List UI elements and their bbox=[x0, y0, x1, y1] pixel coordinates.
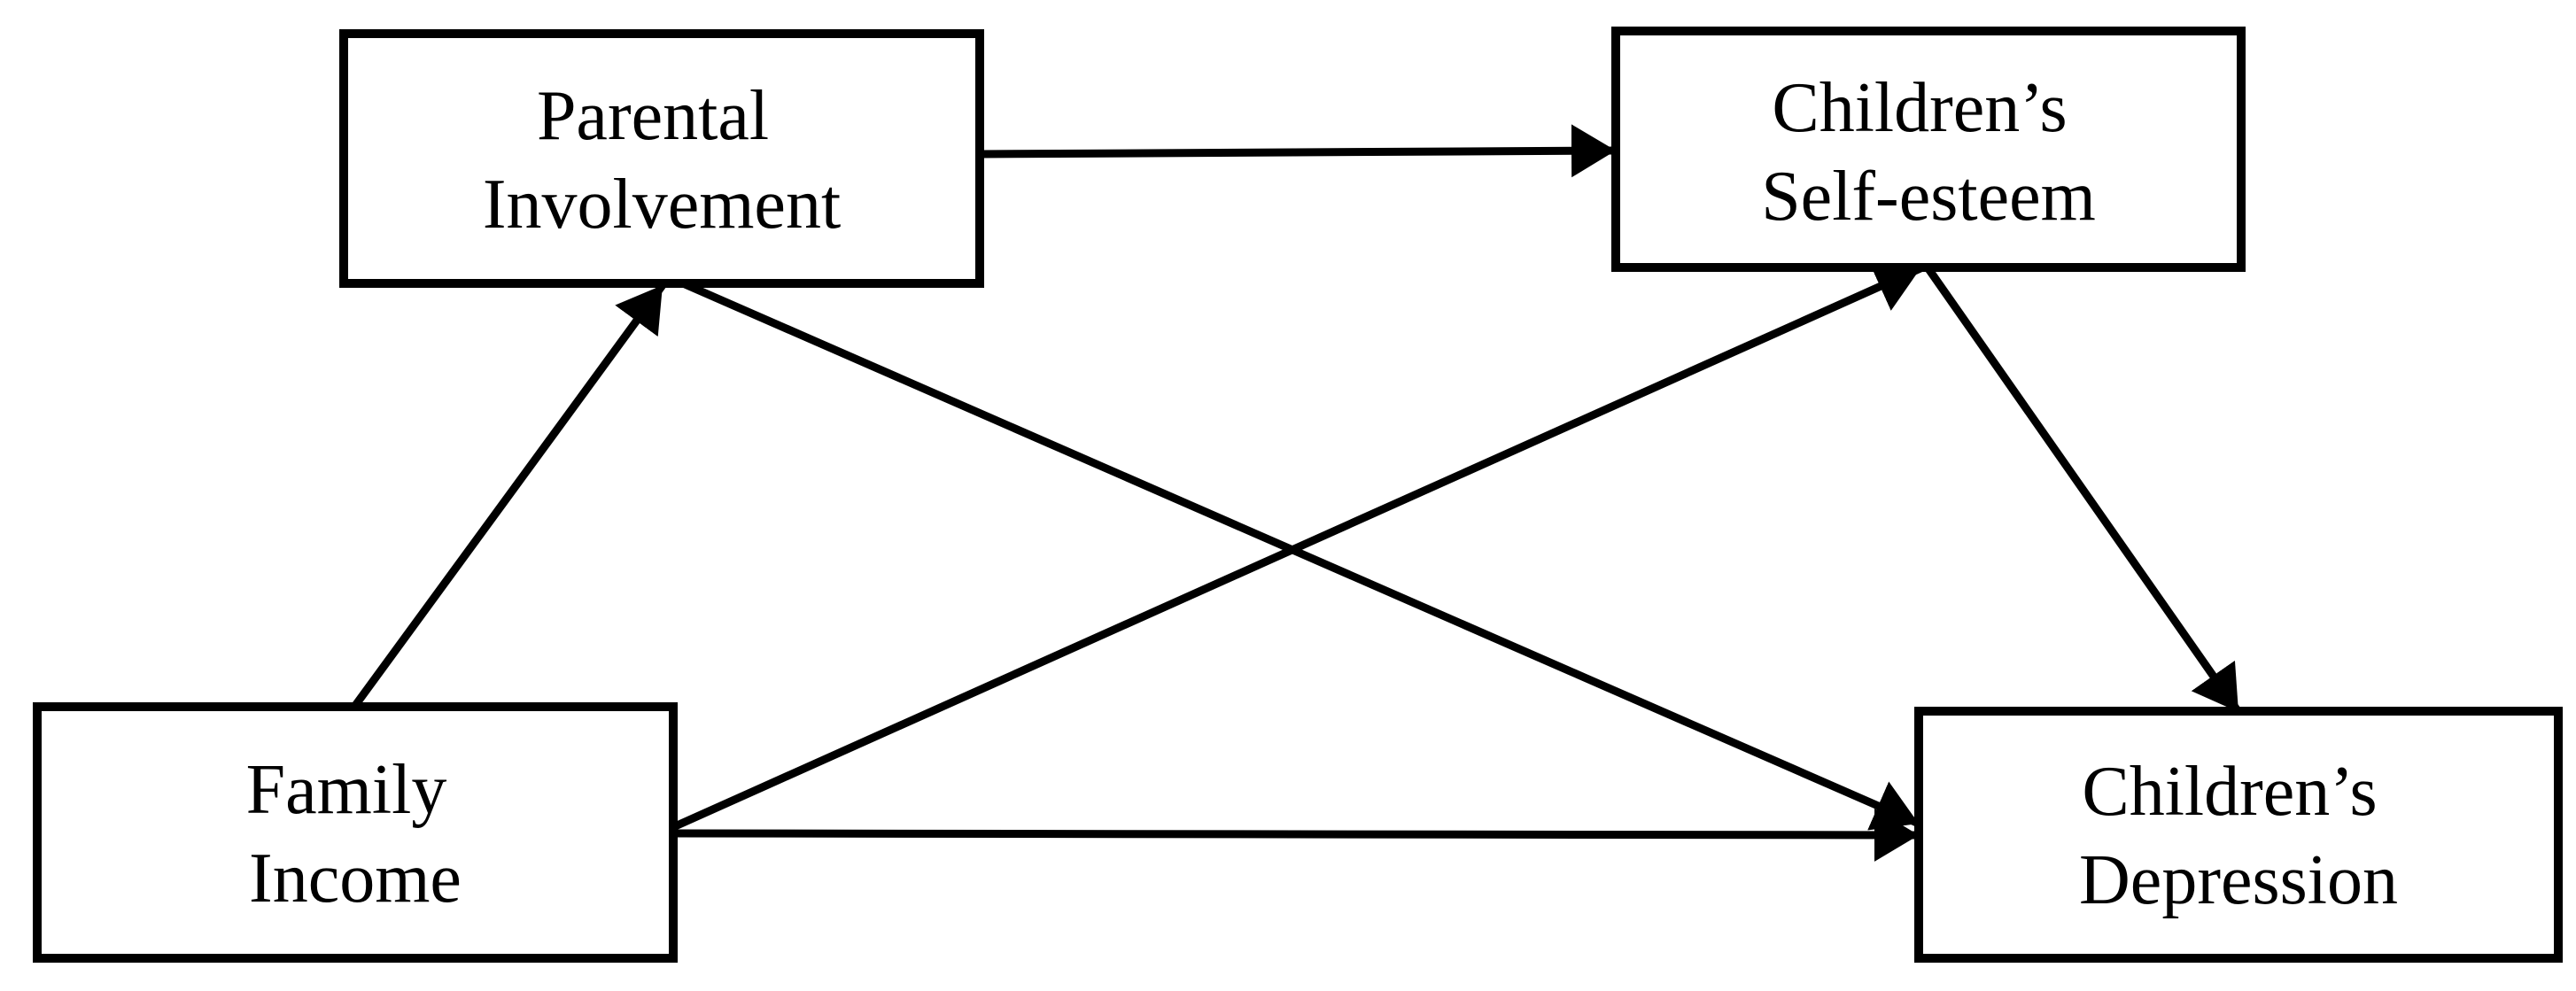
family-income-label: Family Income bbox=[246, 751, 465, 917]
edge-family-income-to-childrens-depression bbox=[672, 808, 1920, 862]
childrens-self-esteem-box bbox=[1611, 27, 2246, 272]
edge-parental-involvement-to-childrens-depression bbox=[681, 279, 1920, 831]
parental-involvement-box bbox=[339, 29, 984, 288]
parental-involvement-label: Parental Involvement bbox=[483, 77, 841, 244]
childrens-depression-box bbox=[1914, 707, 2563, 963]
node-family-income: Family Income bbox=[33, 702, 678, 963]
childrens-depression-label: Children’s Depression bbox=[2079, 753, 2398, 919]
edges bbox=[351, 124, 2242, 862]
node-parental-involvement: Parental Involvement bbox=[339, 29, 984, 288]
edge-family-income-to-parental-involvement bbox=[351, 283, 666, 709]
childrens-self-esteem-label: Children’s Self-esteem bbox=[1761, 69, 2096, 236]
node-childrens-self-esteem: Children’s Self-esteem bbox=[1611, 27, 2246, 272]
node-childrens-depression: Children’s Depression bbox=[1914, 707, 2563, 963]
family-income-box bbox=[33, 702, 678, 963]
edge-childrens-self-esteem-to-childrens-depression bbox=[1924, 265, 2242, 715]
edge-parental-involvement-to-childrens-self-esteem bbox=[979, 124, 1617, 178]
